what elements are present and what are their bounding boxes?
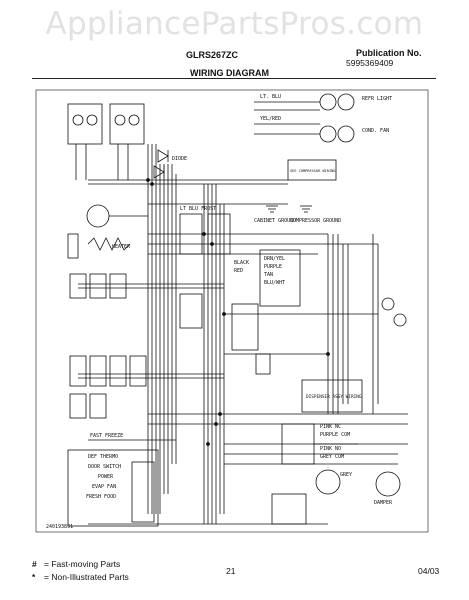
model-number: GLRS267ZC [186, 50, 239, 60]
label-purple: PURPLE [264, 264, 282, 270]
label-part-code: 240193891 [46, 524, 73, 530]
top-left-connectors [67, 103, 145, 180]
label-refr-light: REFR LIGHT [362, 96, 392, 102]
label-black: BLACK [234, 260, 249, 266]
revision-date: 04/03 [418, 566, 440, 576]
publication-number: 5995369409 [346, 58, 394, 68]
label-fast-freeze: FAST FREEZE [90, 433, 123, 439]
label-heater: HEATER [112, 244, 131, 250]
label-drn-yel: DRN/YEL [264, 256, 285, 262]
fast-moving-label: = Fast-moving Parts [44, 559, 121, 569]
page-title: WIRING DIAGRAM [190, 68, 269, 78]
evap-fan-motor [86, 204, 148, 228]
label-lt-blu-frost: LT BLU FROST [180, 206, 216, 212]
non-illustrated-symbol: * [32, 572, 36, 582]
center-harness [203, 184, 225, 524]
left-harness [147, 144, 177, 514]
horizontal-buses [78, 179, 408, 525]
right-harness [327, 234, 379, 414]
label-diode: DIODE [172, 156, 187, 162]
label-grey-com: GREY COM [320, 454, 344, 460]
diode-symbol [153, 149, 169, 179]
label-tan: TAN [264, 272, 273, 278]
relay-blocks [69, 273, 147, 419]
label-grey: GREY [340, 472, 352, 478]
page-number: 21 [226, 566, 236, 576]
watermark: AppliancePartsPros.com [45, 6, 424, 42]
label-dispenser-assy: DISPENSER ASSY WIRING [306, 394, 362, 400]
legend-fast-moving: # = Fast-moving Parts [32, 559, 120, 569]
label-door-switch: DOOR SWITCH [88, 464, 121, 470]
header-rule [32, 78, 436, 79]
label-evap-fan: EVAP FAN [92, 484, 116, 490]
label-pink-no: PINK NO [320, 446, 341, 452]
label-comp-ground: COMPRESSOR GROUND [290, 218, 341, 224]
defrost-heater [67, 233, 131, 259]
label-pink-nc: PINK NC [320, 424, 341, 430]
label-blu-wht: BLU/WHT [264, 280, 285, 286]
label-def-thermo: DEF THERMO [88, 454, 118, 460]
label-compressor-wiring: SEE COMPRESSOR WIRING [290, 169, 335, 173]
label-cond-fan: COND. FAN [362, 128, 389, 134]
label-power: POWER [98, 474, 114, 480]
label-lt-blu: LT. BLU [260, 94, 281, 100]
label-red: RED [234, 268, 243, 274]
dispenser-connector [259, 249, 407, 413]
center-connectors [179, 213, 271, 375]
label-fresh-food: FRESH FOOD [86, 494, 116, 500]
label-yel-red: YEL/RED [260, 116, 281, 122]
lower-right-switches [271, 423, 401, 525]
control-board [67, 439, 176, 527]
wiring-diagram: LT. BLU YEL/RED COND. FAN REFR LIGHT SEE… [35, 89, 429, 533]
diagram-frame [35, 89, 429, 533]
terminals [146, 178, 330, 446]
publication-label: Publication No. [356, 48, 422, 58]
fast-moving-symbol: # [32, 559, 37, 569]
label-purple-com: PURPLE COM [320, 432, 350, 438]
refr-lights [254, 93, 355, 143]
label-cabinet-ground: CABINET GROUND [254, 218, 296, 224]
non-illustrated-label: = Non-Illustrated Parts [44, 572, 129, 582]
ground-symbols [266, 205, 312, 213]
compressor-wiring-box [287, 159, 337, 181]
label-damper: DAMPER [374, 500, 393, 506]
legend-non-illustrated: * = Non-Illustrated Parts [32, 572, 129, 582]
